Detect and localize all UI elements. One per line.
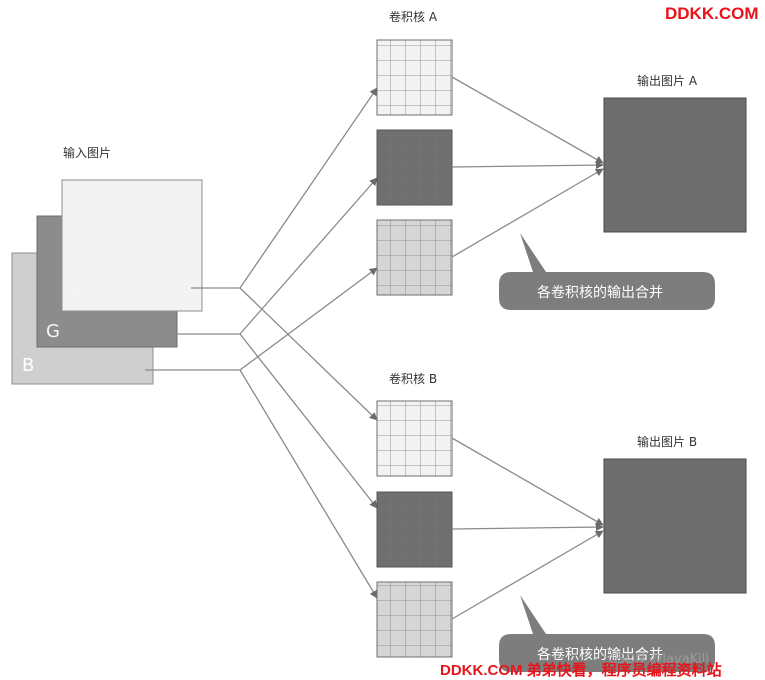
merge-note-a: 各卷积核的输出合并 bbox=[537, 285, 663, 301]
channel-b-label: B bbox=[22, 355, 35, 376]
input-label: 输入图片 bbox=[63, 146, 112, 160]
watermark: CSDN @JavaKill bbox=[608, 652, 710, 667]
kernel-output-arrows bbox=[451, 76, 604, 620]
output-a bbox=[603, 97, 747, 233]
kernel-a-label: 卷积核 A bbox=[389, 10, 438, 24]
kernel-b-group bbox=[376, 400, 453, 658]
kernel-b-label: 卷积核 B bbox=[389, 372, 438, 386]
output-b bbox=[603, 458, 747, 594]
channel-g-label: G bbox=[46, 321, 60, 342]
r-line bbox=[191, 87, 378, 289]
merge-bubble-a bbox=[499, 233, 715, 310]
merge-note-b: 各卷积核的输出合并 bbox=[537, 647, 663, 663]
kernel-a-group bbox=[376, 39, 453, 296]
connection-lines bbox=[145, 87, 378, 599]
channel-r bbox=[61, 179, 203, 312]
merge-bubble-b bbox=[499, 595, 715, 672]
channel-r-label: R bbox=[71, 286, 84, 307]
brand-bottom: DDKK.COM 弟弟快看，程序员编程资料站 bbox=[440, 662, 722, 679]
output-a-label: 输出图片 A bbox=[637, 74, 698, 88]
brand-top: DDKK.COM bbox=[665, 4, 759, 23]
output-b-label: 输出图片 B bbox=[637, 435, 698, 449]
